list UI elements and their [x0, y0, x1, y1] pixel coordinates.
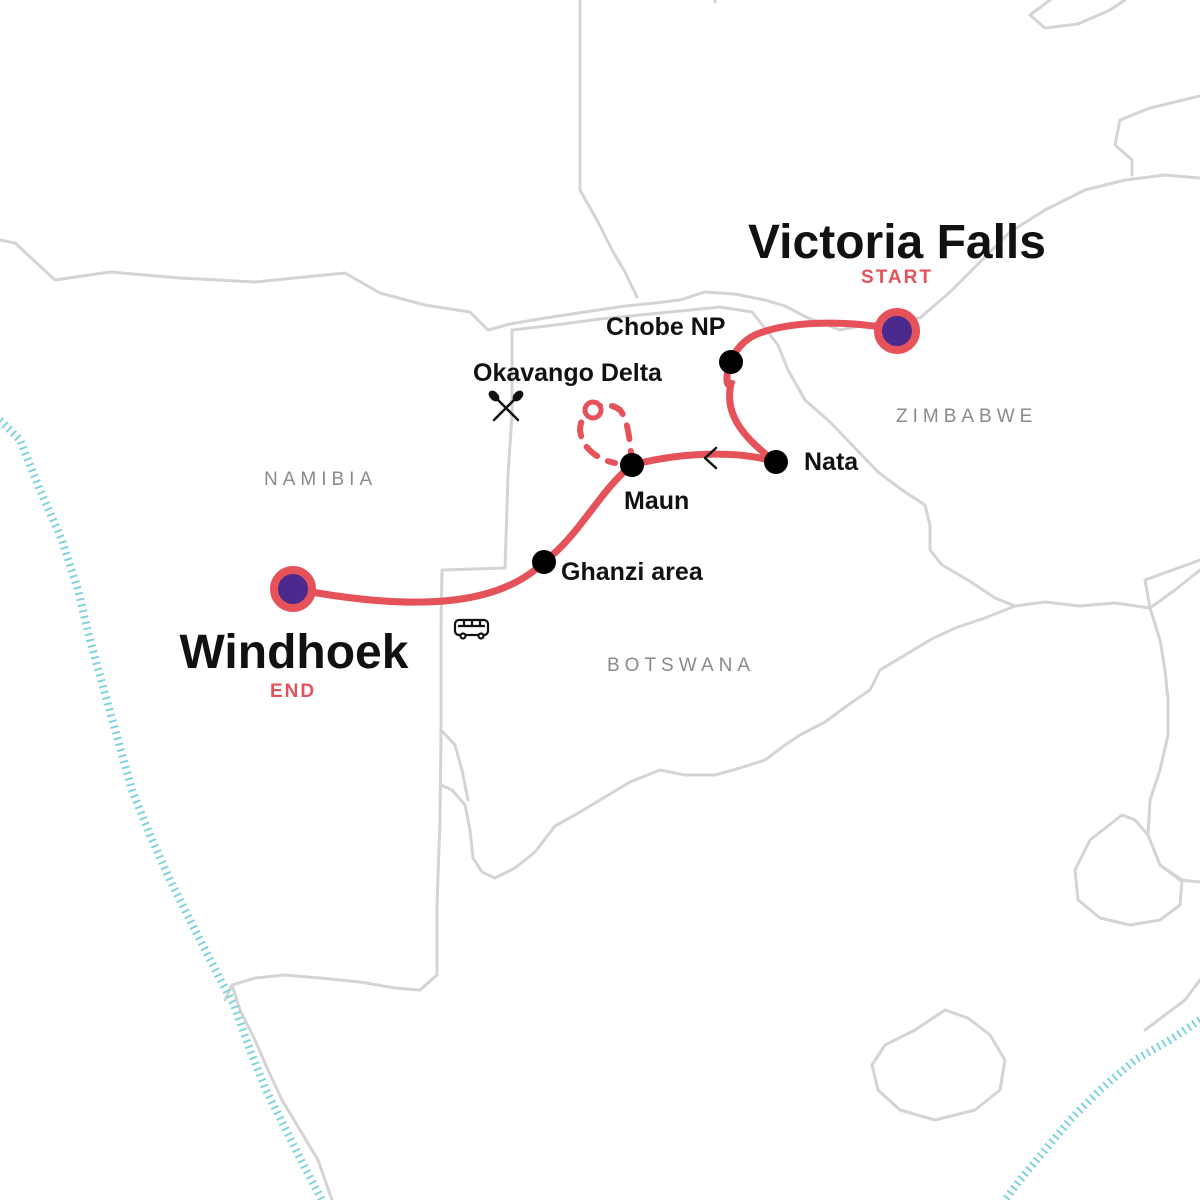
- end-city-label: Windhoek: [180, 626, 409, 679]
- border-eswatini: [1073, 813, 1184, 927]
- border-namibia-botswana: [435, 328, 514, 977]
- direction-arrow-icon: [703, 446, 718, 470]
- country-label-zimbabwe: ZIMBABWE: [896, 406, 1037, 427]
- bus-icon: [453, 618, 490, 640]
- stop-label-chobe: Chobe NP: [606, 313, 725, 341]
- stop-label-nata: Nata: [804, 448, 859, 476]
- country-label-namibia: NAMIBIA: [264, 469, 377, 490]
- start-marker[interactable]: [874, 308, 920, 354]
- border-zambia-angola: [578, 0, 639, 299]
- border-orange-river: [230, 983, 334, 1200]
- stop-dot-ghanzi[interactable]: [532, 550, 556, 574]
- end-tag: END: [270, 681, 316, 702]
- stop-label-okavango: Okavango Delta: [473, 359, 663, 387]
- border-mozambique-ne: [1113, 94, 1200, 177]
- border-angola-namibia: [0, 238, 842, 332]
- country-label-botswana: BOTSWANA: [607, 655, 755, 676]
- end-marker[interactable]: [270, 566, 316, 612]
- crossed-paddles-icon: [488, 390, 524, 422]
- stop-dot-chobe[interactable]: [719, 350, 743, 374]
- border-caprivi-south: [510, 305, 762, 332]
- coastline: [0, 417, 1200, 1200]
- stop-dot-nata[interactable]: [764, 450, 788, 474]
- border-far-ne: [1028, 0, 1127, 30]
- stop-label-ghanzi: Ghanzi area: [561, 558, 704, 586]
- start-tag: START: [861, 267, 933, 288]
- border-botswana-zimbabwe: [758, 320, 1200, 610]
- border-botswana-west-tail: [439, 728, 470, 802]
- border-lower-sa: [1143, 978, 1200, 1032]
- okavango-loop-marker[interactable]: [582, 399, 604, 421]
- start-city-label: Victoria Falls: [748, 216, 1046, 269]
- border-lesotho: [870, 1008, 1007, 1122]
- coast-atlantic: [0, 417, 326, 1200]
- stop-dot-maun[interactable]: [620, 453, 644, 477]
- route-line: [296, 319, 899, 606]
- border-botswana-south-africa: [439, 604, 1017, 880]
- border-namibia-south-africa: [223, 973, 439, 1002]
- stop-label-maun: Maun: [624, 487, 689, 515]
- border-mozambique-right: [1143, 558, 1200, 610]
- coast-indian: [1001, 1016, 1200, 1200]
- border-zimbabwe-mozambique: [1146, 606, 1200, 884]
